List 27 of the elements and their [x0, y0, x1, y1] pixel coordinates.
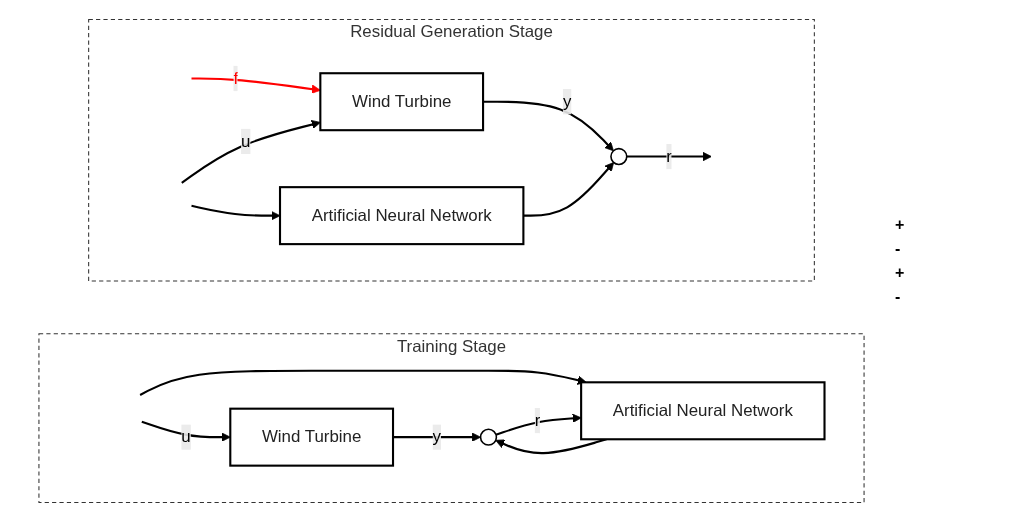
arrow [483, 100, 614, 152]
sign-label: + [895, 264, 906, 282]
sign-label: - [895, 288, 902, 306]
edge-label: u [181, 427, 191, 446]
arrow [495, 413, 582, 436]
sign-label: + [895, 216, 906, 234]
node-circle [479, 428, 498, 446]
arrow [191, 77, 321, 94]
edge-label: r [534, 411, 541, 430]
arrow [181, 119, 321, 184]
arrow [626, 151, 712, 162]
edge-label: y [432, 427, 442, 446]
node-box: Artificial Neural Network [278, 186, 525, 246]
node-box: Artificial Neural Network [580, 381, 826, 441]
arrow [139, 369, 587, 396]
sign-label: - [895, 240, 902, 258]
edge-label: f [233, 69, 239, 87]
edge-label: u [241, 131, 251, 150]
node-box: Wind Turbine [229, 407, 395, 467]
edge-label: r [666, 147, 672, 166]
arrow [393, 432, 481, 442]
node-box: Wind Turbine [319, 72, 485, 132]
arrow [523, 162, 615, 217]
node-circle [610, 147, 628, 166]
edge-label: y [562, 92, 572, 111]
arrow [191, 204, 281, 221]
arrow [141, 420, 231, 442]
